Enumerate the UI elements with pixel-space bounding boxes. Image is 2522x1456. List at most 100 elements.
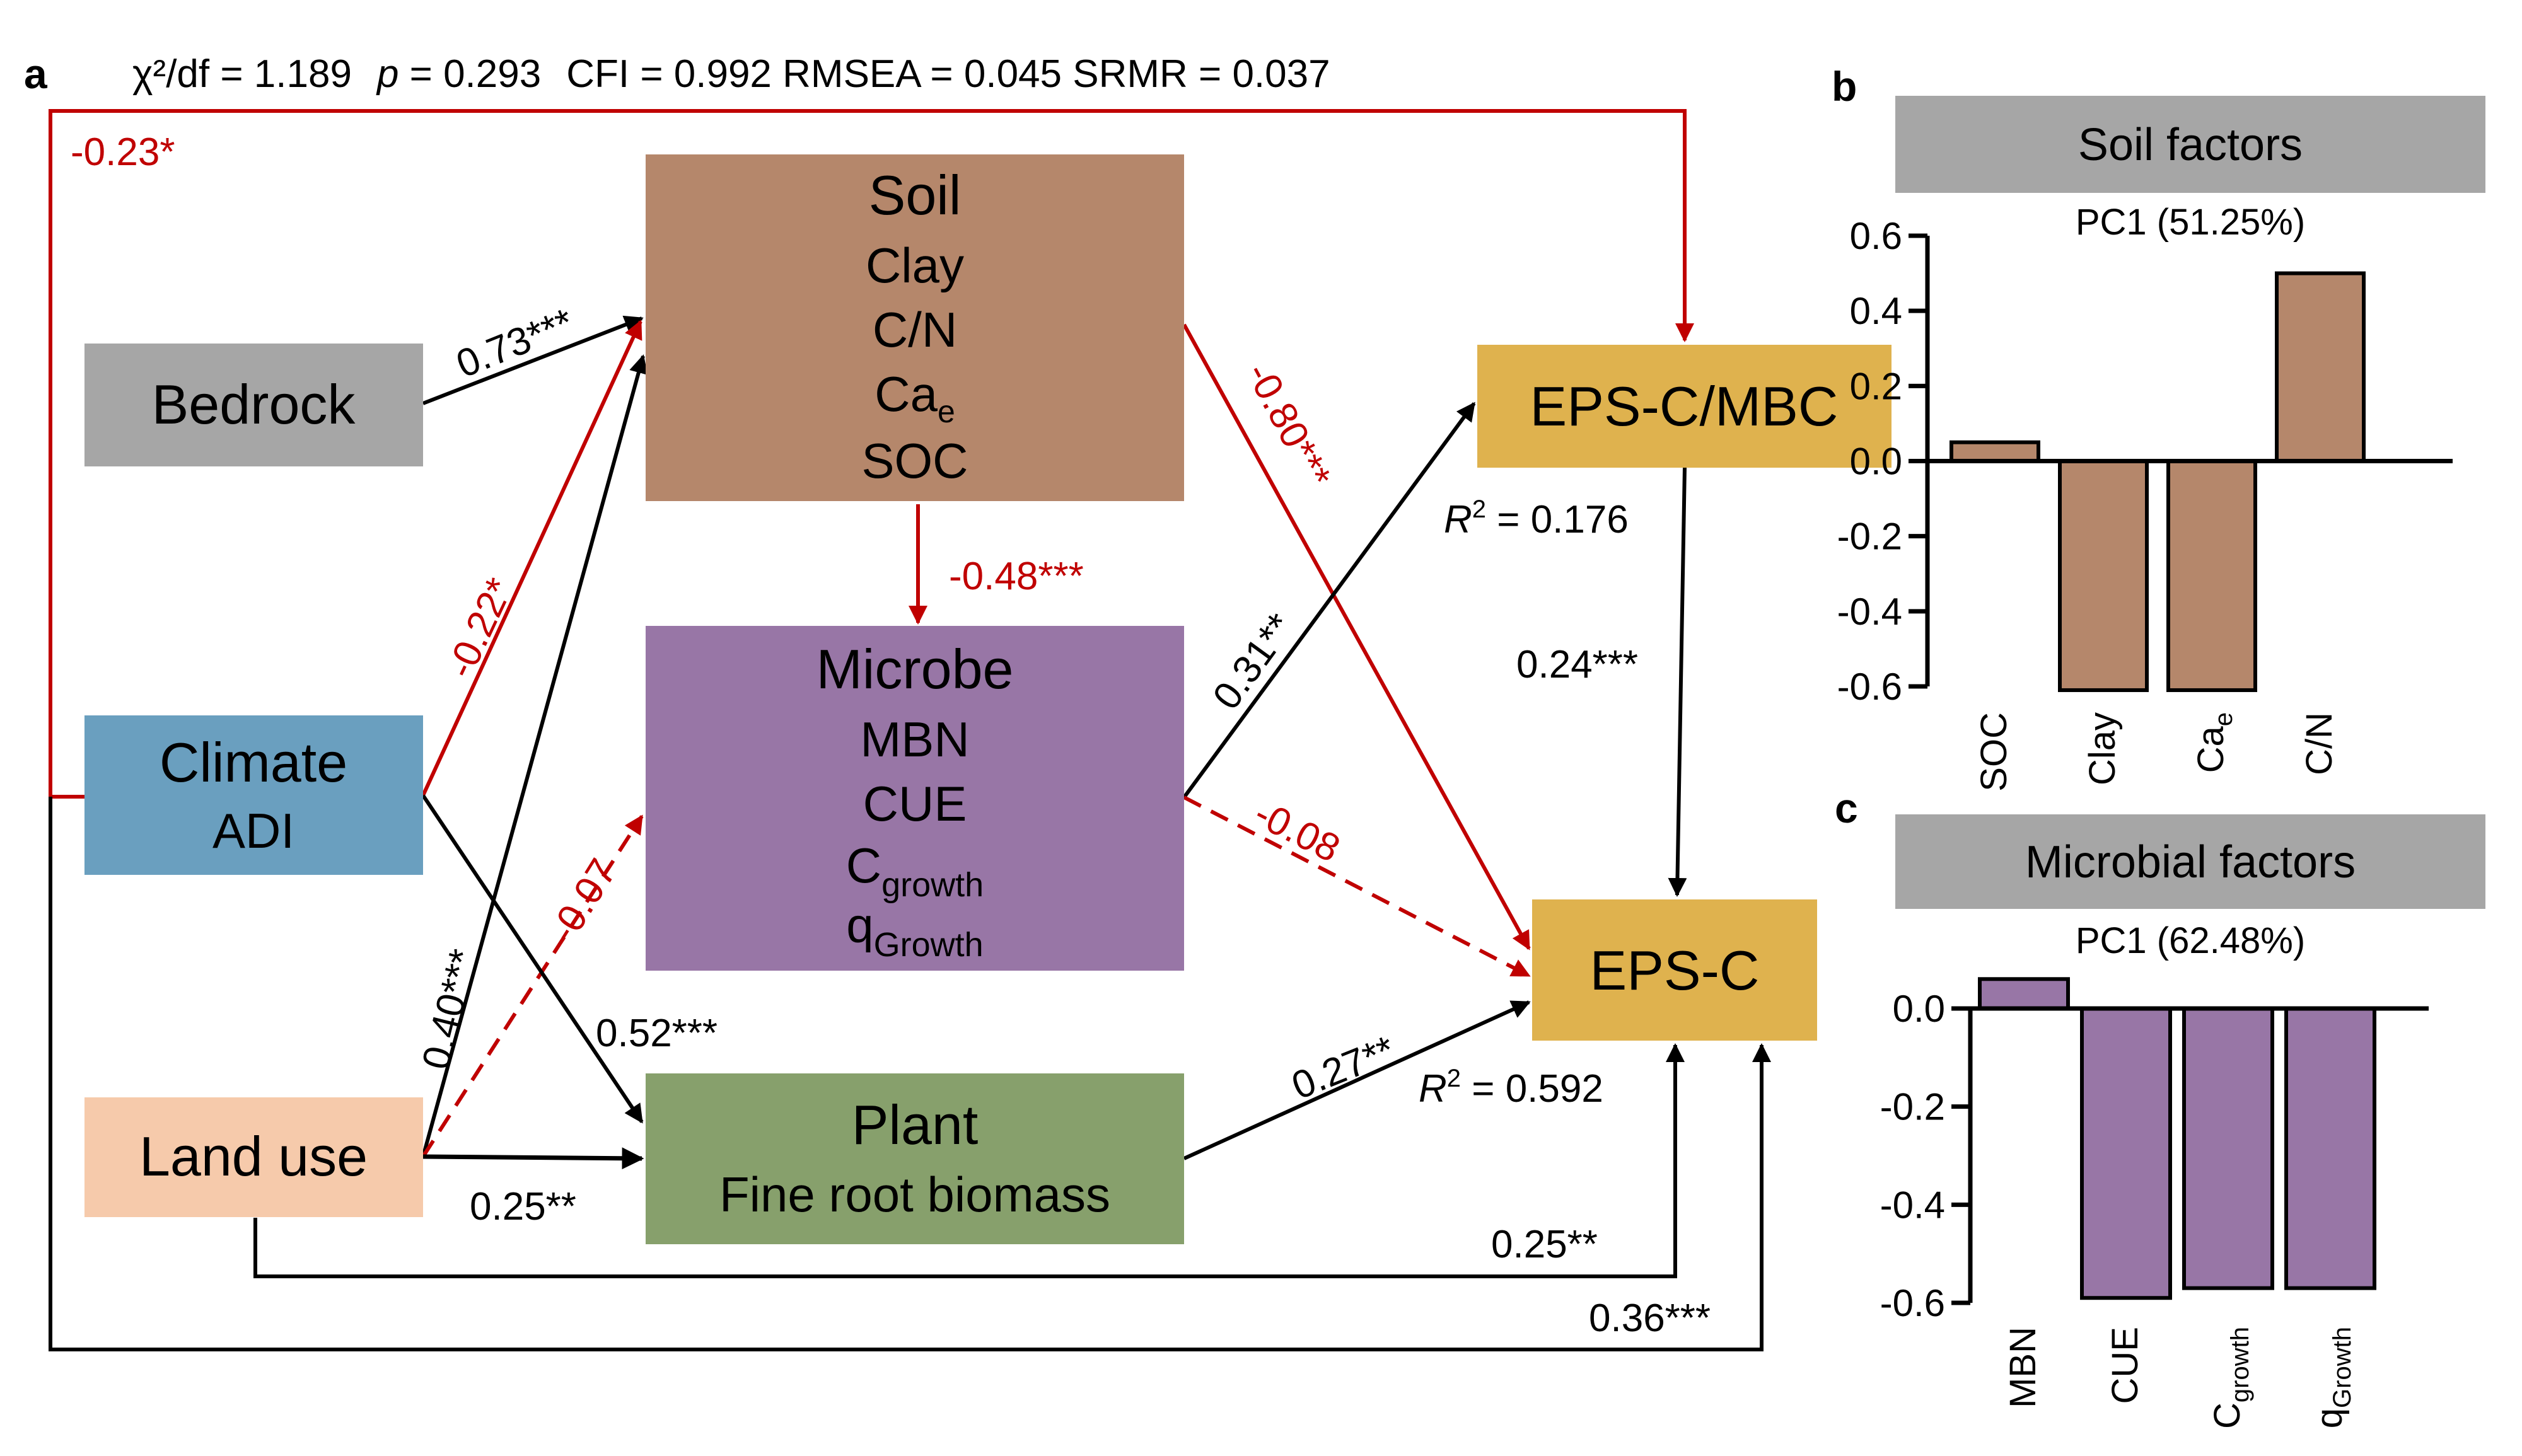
x-tick-label: C/N [2299,712,2340,775]
fit-other-indices: CFI = 0.992 RMSEA = 0.045 SRMR = 0.037 [566,52,1330,96]
y-tick-label: 0.0 [1850,441,1902,483]
bar-cue [2080,1007,2172,1300]
coef-climate-plant: 0.52*** [596,1012,718,1055]
path-landuse-eps-c [253,1043,1685,1278]
y-tick-label: -0.2 [1880,1086,1945,1128]
x-tick-label: Cae [2190,712,2238,773]
y-tick-label: 0.6 [1850,215,1902,257]
node-climate: Climate ADI [84,715,423,875]
node-microbe: Microbe MBN CUE Cgrowth qGrowth [646,626,1184,971]
y-tick-label: -0.4 [1837,591,1902,633]
soil-item-ca-exchangeable: Cae [875,366,955,429]
y-tick-label: 0.4 [1850,290,1902,332]
chart-b-title: Soil factors [2078,120,2303,170]
coef-bedrock-soil: 0.73*** [450,301,579,386]
path-landuse-soil [421,354,648,1157]
path-climate-plant [421,794,644,1124]
coef-landuse-eps-c: 0.25** [1491,1223,1598,1266]
eps-mbc-r-squared: R2 = 0.176 [1444,495,1629,541]
coef-soil-eps-c: -0.80*** [1238,355,1339,495]
eps-mbc-box [1477,345,1891,468]
soil-item-clay: Clay [866,238,964,293]
soil-box [646,154,1184,501]
y-tick-label: 0.0 [1893,988,1945,1030]
path-microbe-eps-mbc [1182,402,1476,799]
x-tick-label: SOC [1973,712,2014,792]
soil-item-soc: SOC [861,433,968,488]
x-tick-label: MBN [2002,1327,2043,1408]
bar-clay [2058,459,2149,692]
chart-c-header [1895,814,2485,909]
path-soil-eps-c [1182,323,1531,950]
panel-c: c Microbial factors PC1 (62.48%) 0.0 -0.2… [1835,785,2485,1429]
plant-box [646,1073,1184,1244]
node-plant: Plant Fine root biomass [646,1073,1184,1244]
chart-b-subtitle: PC1 (51.25%) [2076,202,2305,243]
land-use-box [84,1097,423,1217]
x-tick-label: CUE [2105,1327,2146,1404]
eps-c-r-squared: R2 = 0.592 [1419,1065,1603,1111]
node-soil: Soil Clay C/N Cae SOC [646,154,1184,501]
panel-label-c: c [1835,785,1858,831]
bedrock-title: Bedrock [152,373,356,436]
microbe-item-cue: CUE [863,776,967,831]
node-eps-c: EPS-C R2 = 0.592 [1419,899,1817,1111]
panel-b: b Soil factors PC1 (51.25%) 0.6 0.4 0.2 0.0… [1832,63,2485,792]
path-landuse-microbe [421,814,644,1158]
node-eps-mbc: EPS-C/MBC R2 = 0.176 [1444,345,1891,541]
fit-chi2: χ²/df = 1.189 [132,52,352,96]
chart-c-subtitle: PC1 (62.48%) [2076,920,2305,961]
eps-mbc-title: EPS-C/MBC [1530,375,1839,437]
coef-eps-mbc-eps-c: 0.24*** [1516,643,1638,686]
path-microbe-eps-c [1183,795,1531,978]
microbe-item-q-growth: qGrowth [846,898,983,964]
microbe-box [646,626,1184,971]
soil-title: Soil [869,164,962,226]
y-tick-label: -0.4 [1880,1184,1945,1226]
bar-cn [2275,271,2366,463]
path-bedrock-soil [422,315,644,405]
y-tick-label: -0.6 [1837,666,1902,708]
soil-item-cn: C/N [873,302,957,357]
bar-q [2284,1007,2376,1290]
coef-climate-eps-c: 0.36*** [1589,1297,1711,1340]
path-landuse-plant [422,1147,644,1170]
coef-soil-microbe: -0.48*** [949,555,1084,598]
plant-item-fine-root-biomass: Fine root biomass [719,1167,1110,1222]
fit-statistics: χ²/df = 1.189 p = 0.293 CFI = 0.992 RMSEA … [132,52,1330,96]
fit-p-symbol: p [376,52,398,96]
chart-c-title: Microbial factors [2025,837,2356,887]
coef-microbe-eps-c: -0.08 [1248,792,1347,871]
coef-landuse-soil: 0.40*** [414,945,486,1073]
node-bedrock: Bedrock [84,344,423,466]
microbe-item-c-growth: Cgrowth [846,838,984,904]
coef-climate-soil: -0.22* [438,572,521,685]
climate-item-adi: ADI [212,803,294,858]
bar-soc [1950,440,2040,463]
coef-landuse-microbe: -0.07 [541,852,625,950]
x-tick-label: Cgrowth [2207,1327,2254,1429]
bar-mbn [1978,977,2070,1011]
y-tick-label: 0.2 [1850,365,1902,407]
path-eps-mbc-eps-c [1668,467,1687,897]
bedrock-box [84,344,423,466]
land-use-title: Land use [139,1125,368,1187]
panel-label-b: b [1832,63,1857,110]
x-tick-label: Clay [2082,712,2123,785]
path-climate-soil [421,320,642,797]
path-climate-eps-c [49,797,1771,1351]
chart-b-header [1895,96,2485,193]
fit-p-value: = 0.293 [398,52,541,96]
y-tick-label: -0.6 [1880,1282,1945,1324]
microbe-item-mbn: MBN [860,712,969,767]
path-plant-eps-c [1183,1000,1531,1160]
plant-title: Plant [852,1094,979,1156]
coef-plant-eps-c: 0.27** [1286,1028,1400,1108]
bar-ca [2166,459,2257,692]
eps-c-box [1532,899,1817,1041]
coef-climate-eps-mbc: -0.23* [71,130,175,174]
